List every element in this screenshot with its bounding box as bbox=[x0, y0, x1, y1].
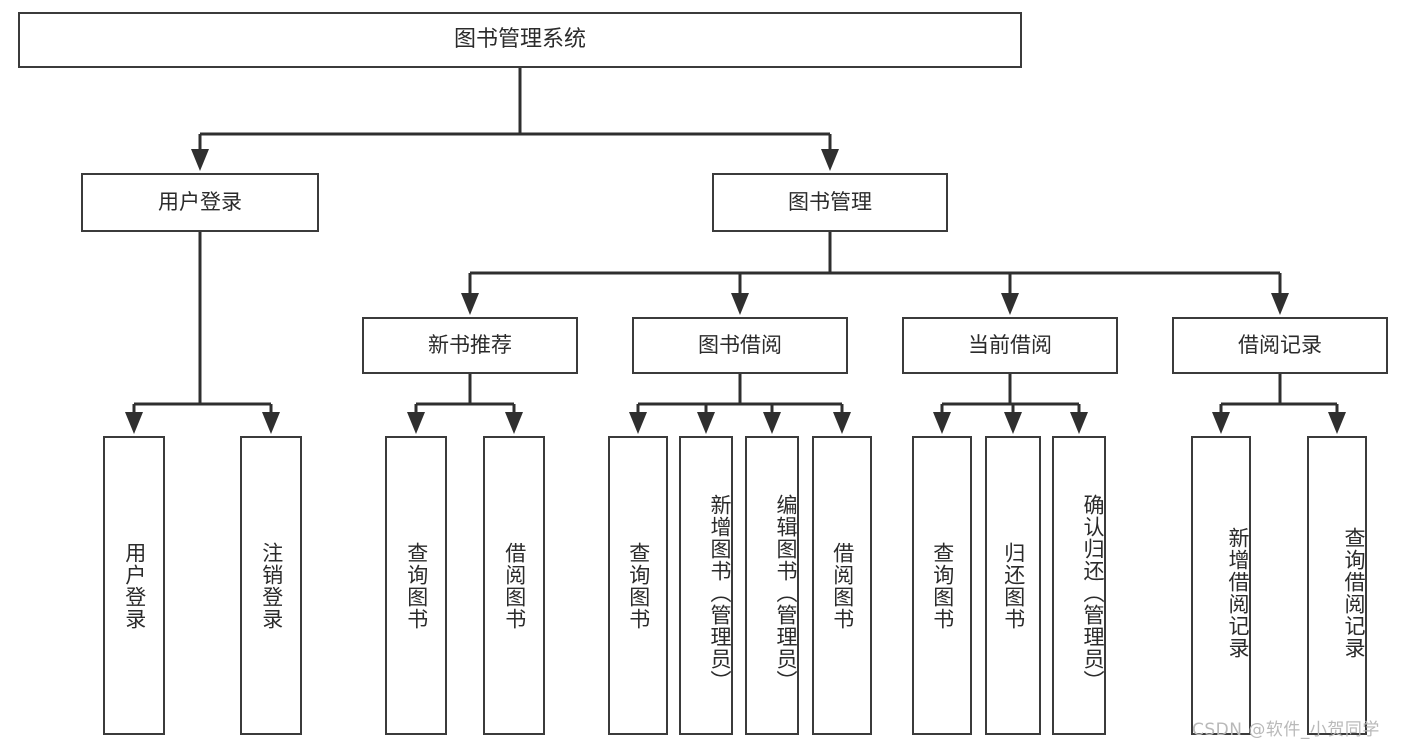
node-label: 查询借阅记录 bbox=[1342, 526, 1366, 659]
node-root[interactable]: 图书管理系统 bbox=[18, 12, 1022, 68]
node-label: 新增借阅记录 bbox=[1226, 526, 1250, 659]
node-records[interactable]: 借阅记录 bbox=[1172, 317, 1388, 374]
node-newbook[interactable]: 新书推荐 bbox=[362, 317, 578, 374]
csdn-watermark: CSDN @软件_小贺同学 bbox=[1192, 720, 1380, 740]
node-leaf-8[interactable]: 借阅图书 bbox=[812, 436, 872, 735]
node-label: 图书借阅 bbox=[698, 332, 782, 357]
node-label: 编辑图书（管理员） bbox=[774, 493, 798, 692]
node-label: 确认归还（管理员） bbox=[1081, 493, 1105, 692]
node-leaf-2[interactable]: 注销登录 bbox=[240, 436, 302, 735]
node-label: 当前借阅 bbox=[968, 332, 1052, 357]
node-leaf-13[interactable]: 查询借阅记录 bbox=[1307, 436, 1367, 735]
node-leaf-10[interactable]: 归还图书 bbox=[985, 436, 1041, 735]
node-label: 注销登录 bbox=[259, 541, 284, 630]
node-current[interactable]: 当前借阅 bbox=[902, 317, 1118, 374]
node-label: 图书管理 bbox=[788, 189, 872, 214]
node-leaf-6[interactable]: 新增图书（管理员） bbox=[679, 436, 733, 735]
node-label: 用户登录 bbox=[158, 189, 242, 214]
node-leaf-9[interactable]: 查询图书 bbox=[912, 436, 972, 735]
node-label: 查询图书 bbox=[930, 541, 955, 630]
node-label: 借阅记录 bbox=[1238, 332, 1322, 357]
node-leaf-3[interactable]: 查询图书 bbox=[385, 436, 447, 735]
node-label: 新增图书（管理员） bbox=[708, 493, 732, 692]
node-label: 图书管理系统 bbox=[453, 26, 586, 52]
node-leaf-7[interactable]: 编辑图书（管理员） bbox=[745, 436, 799, 735]
node-leaf-5[interactable]: 查询图书 bbox=[608, 436, 668, 735]
node-label: 查询图书 bbox=[626, 541, 651, 630]
node-login[interactable]: 用户登录 bbox=[81, 173, 319, 232]
node-label: 新书推荐 bbox=[428, 332, 512, 357]
node-label: 用户登录 bbox=[122, 541, 147, 630]
node-leaf-12[interactable]: 新增借阅记录 bbox=[1191, 436, 1251, 735]
node-leaf-11[interactable]: 确认归还（管理员） bbox=[1052, 436, 1106, 735]
node-label: 查询图书 bbox=[404, 541, 429, 630]
node-leaf-1[interactable]: 用户登录 bbox=[103, 436, 165, 735]
node-label: 借阅图书 bbox=[502, 541, 527, 630]
node-label: 借阅图书 bbox=[830, 541, 855, 630]
node-borrow[interactable]: 图书借阅 bbox=[632, 317, 848, 374]
node-leaf-4[interactable]: 借阅图书 bbox=[483, 436, 545, 735]
node-bookmgmt[interactable]: 图书管理 bbox=[712, 173, 948, 232]
node-label: 归还图书 bbox=[1001, 541, 1026, 630]
